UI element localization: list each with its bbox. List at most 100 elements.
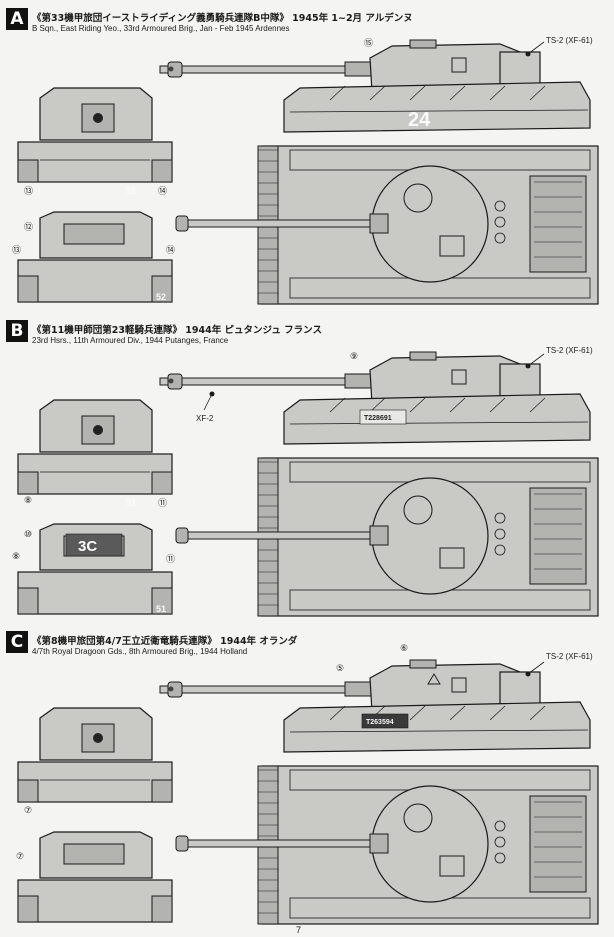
side-hatch <box>451 677 467 693</box>
side-cupola <box>409 659 437 669</box>
rear-track-right <box>151 587 173 615</box>
paint-dot <box>525 671 531 677</box>
paint-dot <box>525 51 531 57</box>
callout-rear-top: ⑩ <box>24 530 33 540</box>
top-detail <box>494 820 506 832</box>
side-track-line <box>529 85 546 101</box>
serial-plate <box>359 409 407 425</box>
callout-rear-top: ⑫ <box>24 223 34 233</box>
side-gun-sleeve <box>344 681 374 697</box>
top-detail <box>494 852 506 864</box>
front-hull <box>17 761 173 803</box>
paint-label: TS-2 (XF-61) <box>546 36 593 45</box>
turret-triangle-marking <box>427 673 441 685</box>
callout-rear-right: ⑪ <box>166 555 176 565</box>
rear-hull <box>17 259 173 303</box>
top-mantlet <box>369 525 389 546</box>
tank-group-c: T263594 <box>17 659 599 925</box>
top-hatch <box>439 547 465 569</box>
section-letter: B <box>6 320 28 342</box>
rear-track-right <box>151 275 173 303</box>
side-muzzle-hole <box>168 686 174 692</box>
front-hull <box>17 141 173 183</box>
tank-group-b: T228691 51 51 3C <box>17 351 599 617</box>
hull-number-marking: 24 <box>408 109 431 131</box>
rear-track-left <box>17 275 39 303</box>
front-track-left <box>17 159 39 183</box>
serial-plate <box>361 713 409 729</box>
side-track-line <box>329 705 346 721</box>
side-track-line <box>369 85 386 101</box>
turret-code-marking: 3C <box>78 538 97 555</box>
side-hull-line <box>289 421 589 425</box>
side-gun-sleeve <box>344 61 374 77</box>
top-detail <box>494 216 506 228</box>
paint-label: TS-2 (XF-61) <box>546 652 593 661</box>
side-hull <box>283 701 591 753</box>
side-barrel <box>159 377 371 386</box>
top-cupola <box>403 495 433 525</box>
front-gun-bore <box>93 113 103 123</box>
side-track-line <box>489 85 506 101</box>
callout-front-left: ⑧ <box>24 496 33 506</box>
top-hatch <box>439 855 465 877</box>
front-track-left <box>17 779 39 803</box>
front-track-right <box>151 779 173 803</box>
top-muzzle-brake <box>175 527 189 544</box>
rear-plate-marking: 52 <box>156 292 166 302</box>
rear-hull <box>17 571 173 615</box>
side-track-line <box>449 397 466 413</box>
top-mantlet <box>369 833 389 854</box>
rear-bustle <box>63 223 125 245</box>
front-track-right <box>151 471 173 495</box>
side-track-line <box>409 85 426 101</box>
side-turret-bustle <box>499 363 541 399</box>
top-barrel <box>175 839 381 848</box>
top-engine-deck <box>529 487 587 585</box>
top-detail <box>494 836 506 848</box>
barrel-paint-leader <box>203 393 213 411</box>
top-barrel <box>175 531 381 540</box>
top-engine-deck <box>529 175 587 273</box>
top-barrel <box>175 219 381 228</box>
section-title-jp: 《第8機甲旅団第4/7王立近衛竜騎兵連隊》 1944年 オランダ <box>32 636 298 647</box>
front-track-right <box>151 159 173 183</box>
side-hull <box>283 81 591 133</box>
front-plate-marking: 51 <box>126 498 136 508</box>
serial-marking: T228691 <box>364 415 392 422</box>
top-muzzle-brake <box>175 215 189 232</box>
rear-plate-marking: 51 <box>156 604 166 614</box>
barrel-paint-dot <box>209 391 215 397</box>
callout-front-left: ⑦ <box>24 806 33 816</box>
side-track-line <box>369 397 386 413</box>
top-turret <box>371 477 489 595</box>
side-cupola <box>409 351 437 361</box>
side-hatch <box>451 57 467 73</box>
top-hatch <box>439 235 465 257</box>
callout-barrel: ⑮ <box>364 39 374 49</box>
paint-leader <box>527 353 545 367</box>
side-hull-line <box>289 729 589 733</box>
paint-label-barrel: XF-2 <box>196 414 214 423</box>
rear-track-right <box>151 895 173 923</box>
callout-front-right: ⑪ <box>158 499 168 509</box>
callout-rear-right: ⑭ <box>166 246 176 256</box>
side-track-line <box>449 705 466 721</box>
section-title-jp: 《第33機甲旅団イーストライディング義勇騎兵連隊B中隊》 1945年 1~2月 … <box>32 13 413 24</box>
callout-turret: ⑥ <box>400 644 409 654</box>
page-number: 7 <box>296 925 302 935</box>
side-track-line <box>529 705 546 721</box>
top-muzzle-brake <box>175 835 189 852</box>
side-track-line <box>409 397 426 413</box>
side-hatch <box>451 369 467 385</box>
side-track-line <box>529 397 546 413</box>
front-gun-bore <box>93 425 103 435</box>
paint-leader <box>527 41 545 55</box>
callout-rear-left: ⑦ <box>16 852 25 862</box>
callout-rear-left: ⑧ <box>12 552 21 562</box>
section-title-jp: 《第11機甲師団第23軽騎兵連隊》 1944年 ピュタンジュ フランス <box>32 325 322 336</box>
rear-bustle <box>63 843 125 865</box>
top-engine-deck <box>529 795 587 893</box>
